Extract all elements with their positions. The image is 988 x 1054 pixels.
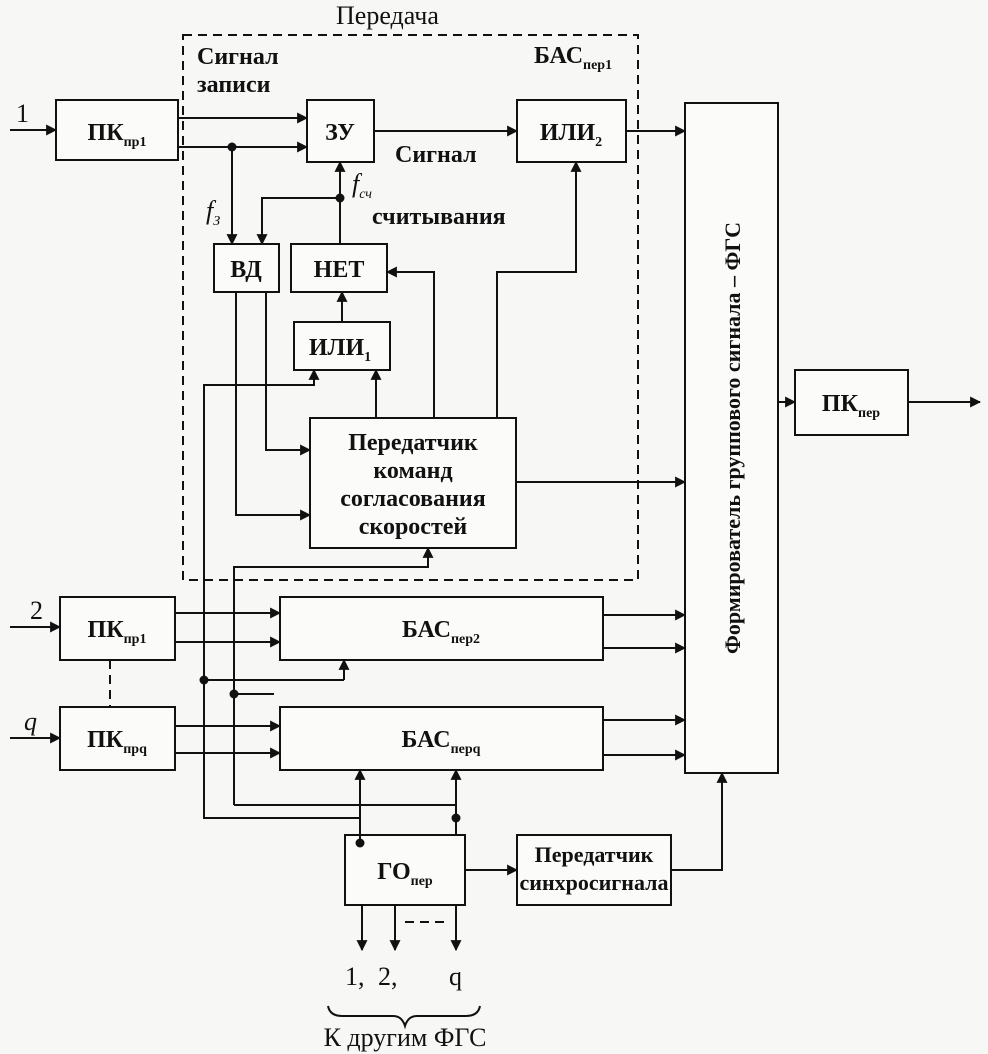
bus-left-vertical [203,680,360,819]
sync-tx-line1: Передатчик [535,842,654,867]
bas-perq-label: БАСперq [402,727,481,757]
pk-pr1-label: ПКпр1 [88,120,147,150]
read-signal-line2: считывания [372,204,506,230]
bas-per1-frame [182,34,639,581]
go-per-label: ГОпер [377,859,433,889]
zu-block [306,99,375,163]
read-signal-line1: Сигнал [395,142,477,168]
diagram-title: Передача [336,1,439,30]
f3-label: fЗ [206,196,220,229]
output-brace [327,1005,481,1030]
vd-cmd-arrow-1 [265,292,312,456]
go-out-label-1: 1, [345,962,365,991]
net-label: НЕТ [314,257,365,283]
or1-block [293,321,391,371]
fsch-to-vd-arrow [256,197,340,246]
fgs-block [684,102,779,774]
junction-bus-1 [199,675,209,685]
bas-per1-label: БАСпер1 [534,43,612,73]
input2-label: 2 [30,596,43,625]
write-signal-line2: записи [197,72,271,98]
footer-label: К другим ФГС [324,1023,487,1052]
fgs-label: Формирователь группового сигнала – ФГС [720,222,745,654]
cmd-tx-line1: Передатчик [348,430,478,456]
pk-pr1-2-block [59,596,176,661]
zu-label: ЗУ [325,120,355,146]
pk-prq-label: ПКпрq [87,727,147,757]
pk-pr1-block [55,99,179,161]
bas-per2-block [279,596,604,661]
vd-label: ВД [230,257,262,283]
junction-bus-2 [229,689,239,699]
cmd-tx-line4: скоростей [359,514,468,540]
inputq-label: q [24,707,37,736]
bus-or1-arrow [203,368,320,680]
bas-per2-label: БАСпер2 [402,617,480,647]
junction-go-2 [451,813,461,823]
or1-label: ИЛИ1 [309,335,371,365]
go-out-label-2: 2, [378,962,398,991]
junction-go-1 [355,838,365,848]
cmd-tx-line2: команд [373,458,452,484]
bas-perq-block [279,706,604,771]
sync-fgs-arrow [671,771,728,871]
bus-cmd-arrow [233,546,434,694]
pk-prq-block [59,706,176,771]
go-per-block [344,834,466,906]
input1-label: 1 [16,99,29,128]
cmd-or2-arrow [496,160,582,418]
go-out-label-q: q [449,962,462,991]
cmd-tx-line3: согласования [340,486,485,512]
sync-tx-line2: синхросигнала [520,870,669,895]
fsch-label: fсч [352,169,372,202]
junction-fsch [335,193,345,203]
or2-label: ИЛИ2 [540,120,602,150]
vd-cmd-arrow-2 [235,292,312,521]
vd-block [213,243,280,293]
write-signal-line1: Сигнал [197,44,279,70]
junction-f3 [227,142,237,152]
cmd-net-arrow [385,266,435,418]
pk-pr1-2-label: ПКпр1 [88,617,147,647]
pk-out-label: ПКпер [822,391,880,421]
